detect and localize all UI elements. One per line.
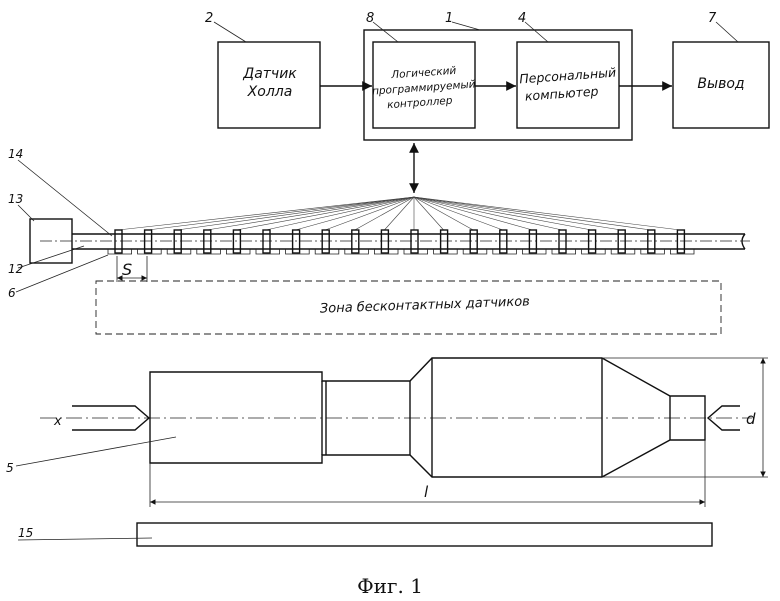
sensor-signal-line <box>296 197 414 230</box>
sensor-signal-line <box>414 197 621 230</box>
hall-sensor-number: 2 <box>205 11 213 26</box>
sensor-signal-line <box>414 197 562 230</box>
sensor-zone-label: Зона бесконтактных датчиков <box>320 294 530 316</box>
pc-text-1: Персональный <box>519 65 617 87</box>
sensor-signal-line <box>414 197 680 230</box>
part-drawing: x 5 l d <box>6 358 768 507</box>
hall-sensor-text-1: Датчик <box>242 66 297 82</box>
outer-frame-number: 1 <box>445 11 453 26</box>
sensor-signal-line <box>414 197 592 230</box>
spacing-label: S <box>122 260 132 279</box>
label-14: 14 <box>8 147 23 161</box>
axis-label: x <box>53 414 62 429</box>
label-12: 12 <box>8 262 23 276</box>
controller-text-2: программируемый <box>372 78 476 97</box>
output-text: Вывод <box>697 76 744 92</box>
label-6: 6 <box>8 286 16 300</box>
conveyor-assembly: 14 13 12 6 S <box>8 147 750 300</box>
pc-number: 4 <box>518 11 526 26</box>
controller-number: 8 <box>366 11 374 26</box>
output-number: 7 <box>708 11 717 26</box>
figure-caption: Фиг. 1 <box>357 574 423 598</box>
bar-number: 15 <box>18 526 33 540</box>
pc-text-2: компьютер <box>524 83 599 103</box>
part-number: 5 <box>6 461 14 475</box>
controller-text-3: контроллер <box>387 95 453 112</box>
sensor-signal-line <box>148 197 414 230</box>
sensor-signal-line <box>177 197 414 230</box>
controller-text-1: Логический <box>390 65 457 82</box>
sensor-signal-line <box>236 197 414 230</box>
sensor-signal-line <box>207 197 414 230</box>
sensor-signal-line <box>414 197 532 230</box>
hall-sensor-text-2: Холла <box>247 84 293 100</box>
sensor-signal-line <box>414 197 651 230</box>
diameter-label: d <box>746 410 756 428</box>
label-13: 13 <box>8 192 23 206</box>
bar-15 <box>137 523 712 546</box>
block-diagram: Датчик Холла 2 1 Логический программируе… <box>205 11 769 193</box>
sensor-signal-lines <box>118 197 680 230</box>
length-label: l <box>424 483 429 501</box>
sensor-signal-line <box>266 197 414 230</box>
sensor-signal-line <box>414 197 503 230</box>
